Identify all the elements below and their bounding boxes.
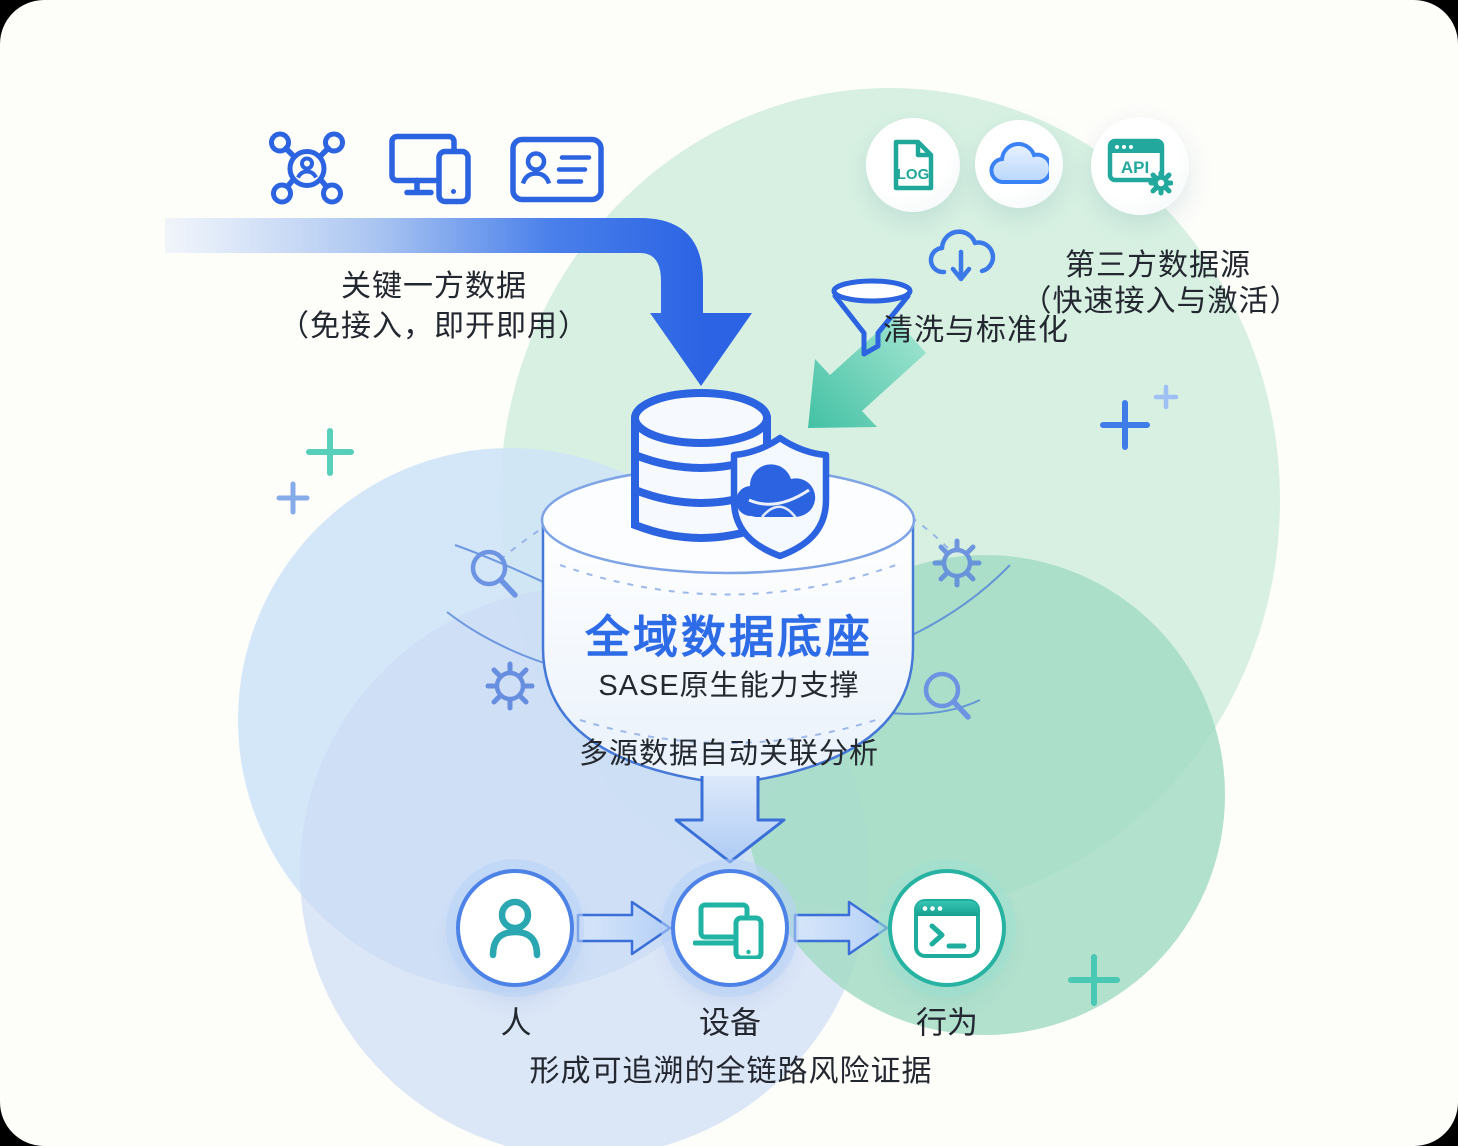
gear-icon — [485, 661, 535, 711]
api-window-icon: API — [1107, 138, 1173, 196]
cloud-download-icon — [928, 229, 996, 282]
log-file-icon: LOG — [893, 139, 934, 191]
magnifier-icon — [470, 549, 518, 598]
third-party-title: 第三方数据源 — [1065, 249, 1251, 282]
api-label: API — [1121, 158, 1149, 177]
platform-output-arrow — [674, 776, 786, 864]
shield-cloud-icon — [730, 434, 830, 560]
source-bubble-api: API — [1091, 117, 1189, 215]
funnel-icon — [831, 278, 913, 357]
cleaning-label: 清洗与标准化 — [883, 314, 1069, 347]
first-party-title: 关键一方数据 — [341, 270, 527, 303]
plus-icon — [306, 428, 354, 476]
node-behavior — [888, 869, 1006, 987]
magnifier-icon — [923, 671, 971, 720]
platform-subtitle: SASE原生能力支撑 — [598, 670, 860, 702]
orbit-decorations — [446, 461, 1011, 720]
plus-sparks — [276, 384, 1179, 1006]
node-behavior-label: 行为 — [916, 1005, 978, 1041]
node-device-label: 设备 — [699, 1005, 761, 1041]
chain-caption: 形成可追溯的全链路风险证据 — [529, 1055, 933, 1088]
first-party-subtitle: （免接入，即开即用） — [279, 310, 589, 343]
log-label: LOG — [897, 166, 930, 183]
gear-icon — [1148, 170, 1173, 196]
plus-icon — [276, 481, 310, 515]
terminal-icon — [914, 899, 980, 958]
devices-icon — [693, 902, 764, 959]
platform-note: 多源数据自动关联分析 — [578, 738, 880, 770]
plus-icon — [1068, 954, 1120, 1006]
person-icon — [489, 898, 541, 959]
chain-arrow — [576, 900, 672, 956]
plus-icon — [1153, 384, 1179, 410]
multi-device-icon — [387, 132, 477, 213]
id-card-icon — [509, 136, 605, 209]
gear-icon — [932, 538, 982, 588]
cloud-icon — [989, 142, 1049, 185]
node-device — [671, 869, 789, 987]
plus-icon — [1100, 400, 1150, 450]
third-party-subtitle: （快速接入与激活） — [1021, 285, 1301, 318]
share-network-icon — [267, 131, 347, 212]
source-bubble-cloud — [975, 120, 1063, 208]
platform-title: 全域数据底座 — [584, 611, 874, 663]
node-person — [456, 869, 574, 987]
node-person-label: 人 — [500, 1005, 532, 1041]
first-party-flow-arrow — [165, 218, 752, 386]
third-party-flow-arrow — [808, 317, 926, 428]
chain-arrow — [793, 900, 889, 956]
source-bubble-log: LOG — [866, 118, 960, 212]
